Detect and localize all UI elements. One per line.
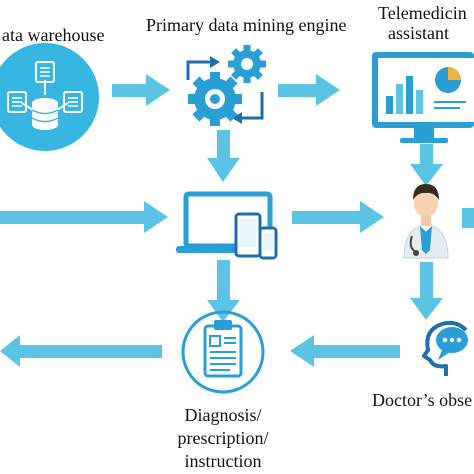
dashboard-monitor-icon — [372, 52, 474, 143]
arrow-telemedicine-to-doctor — [410, 144, 443, 186]
arrow-left-to-devices — [0, 201, 168, 233]
gears-icon — [186, 45, 266, 126]
arrow-engine-to-devices — [207, 130, 240, 182]
arrow-warehouse-to-engine — [112, 74, 170, 106]
arrow-observation-to-diagnosis — [290, 335, 400, 367]
head-speech-bubble-icon — [422, 320, 468, 376]
telemedicine-label-line2: assistant — [388, 23, 449, 43]
diagnosis-label-line2: prescription/ — [177, 428, 269, 448]
data-warehouse-label: ata warehouse — [2, 25, 105, 45]
arrow-devices-to-doctor — [292, 201, 384, 233]
devices-icon — [176, 191, 278, 260]
clipboard-icon — [181, 310, 265, 394]
observation-label: Doctor’s obse — [372, 390, 473, 410]
diagnosis-label-line3: instruction — [184, 451, 262, 471]
arrow-doctor-to-right — [462, 208, 474, 228]
doctor-icon — [403, 184, 449, 259]
database-icon — [0, 43, 99, 151]
arrow-doctor-to-observation — [410, 262, 443, 320]
telemedicine-label-line1: Telemedicin — [378, 3, 467, 23]
diagnosis-label-line1: Diagnosis/ — [184, 405, 262, 425]
arrow-diagnosis-to-left — [0, 335, 162, 367]
arrow-engine-to-telemedicine — [278, 74, 340, 106]
mining-engine-label: Primary data mining engine — [146, 15, 347, 35]
